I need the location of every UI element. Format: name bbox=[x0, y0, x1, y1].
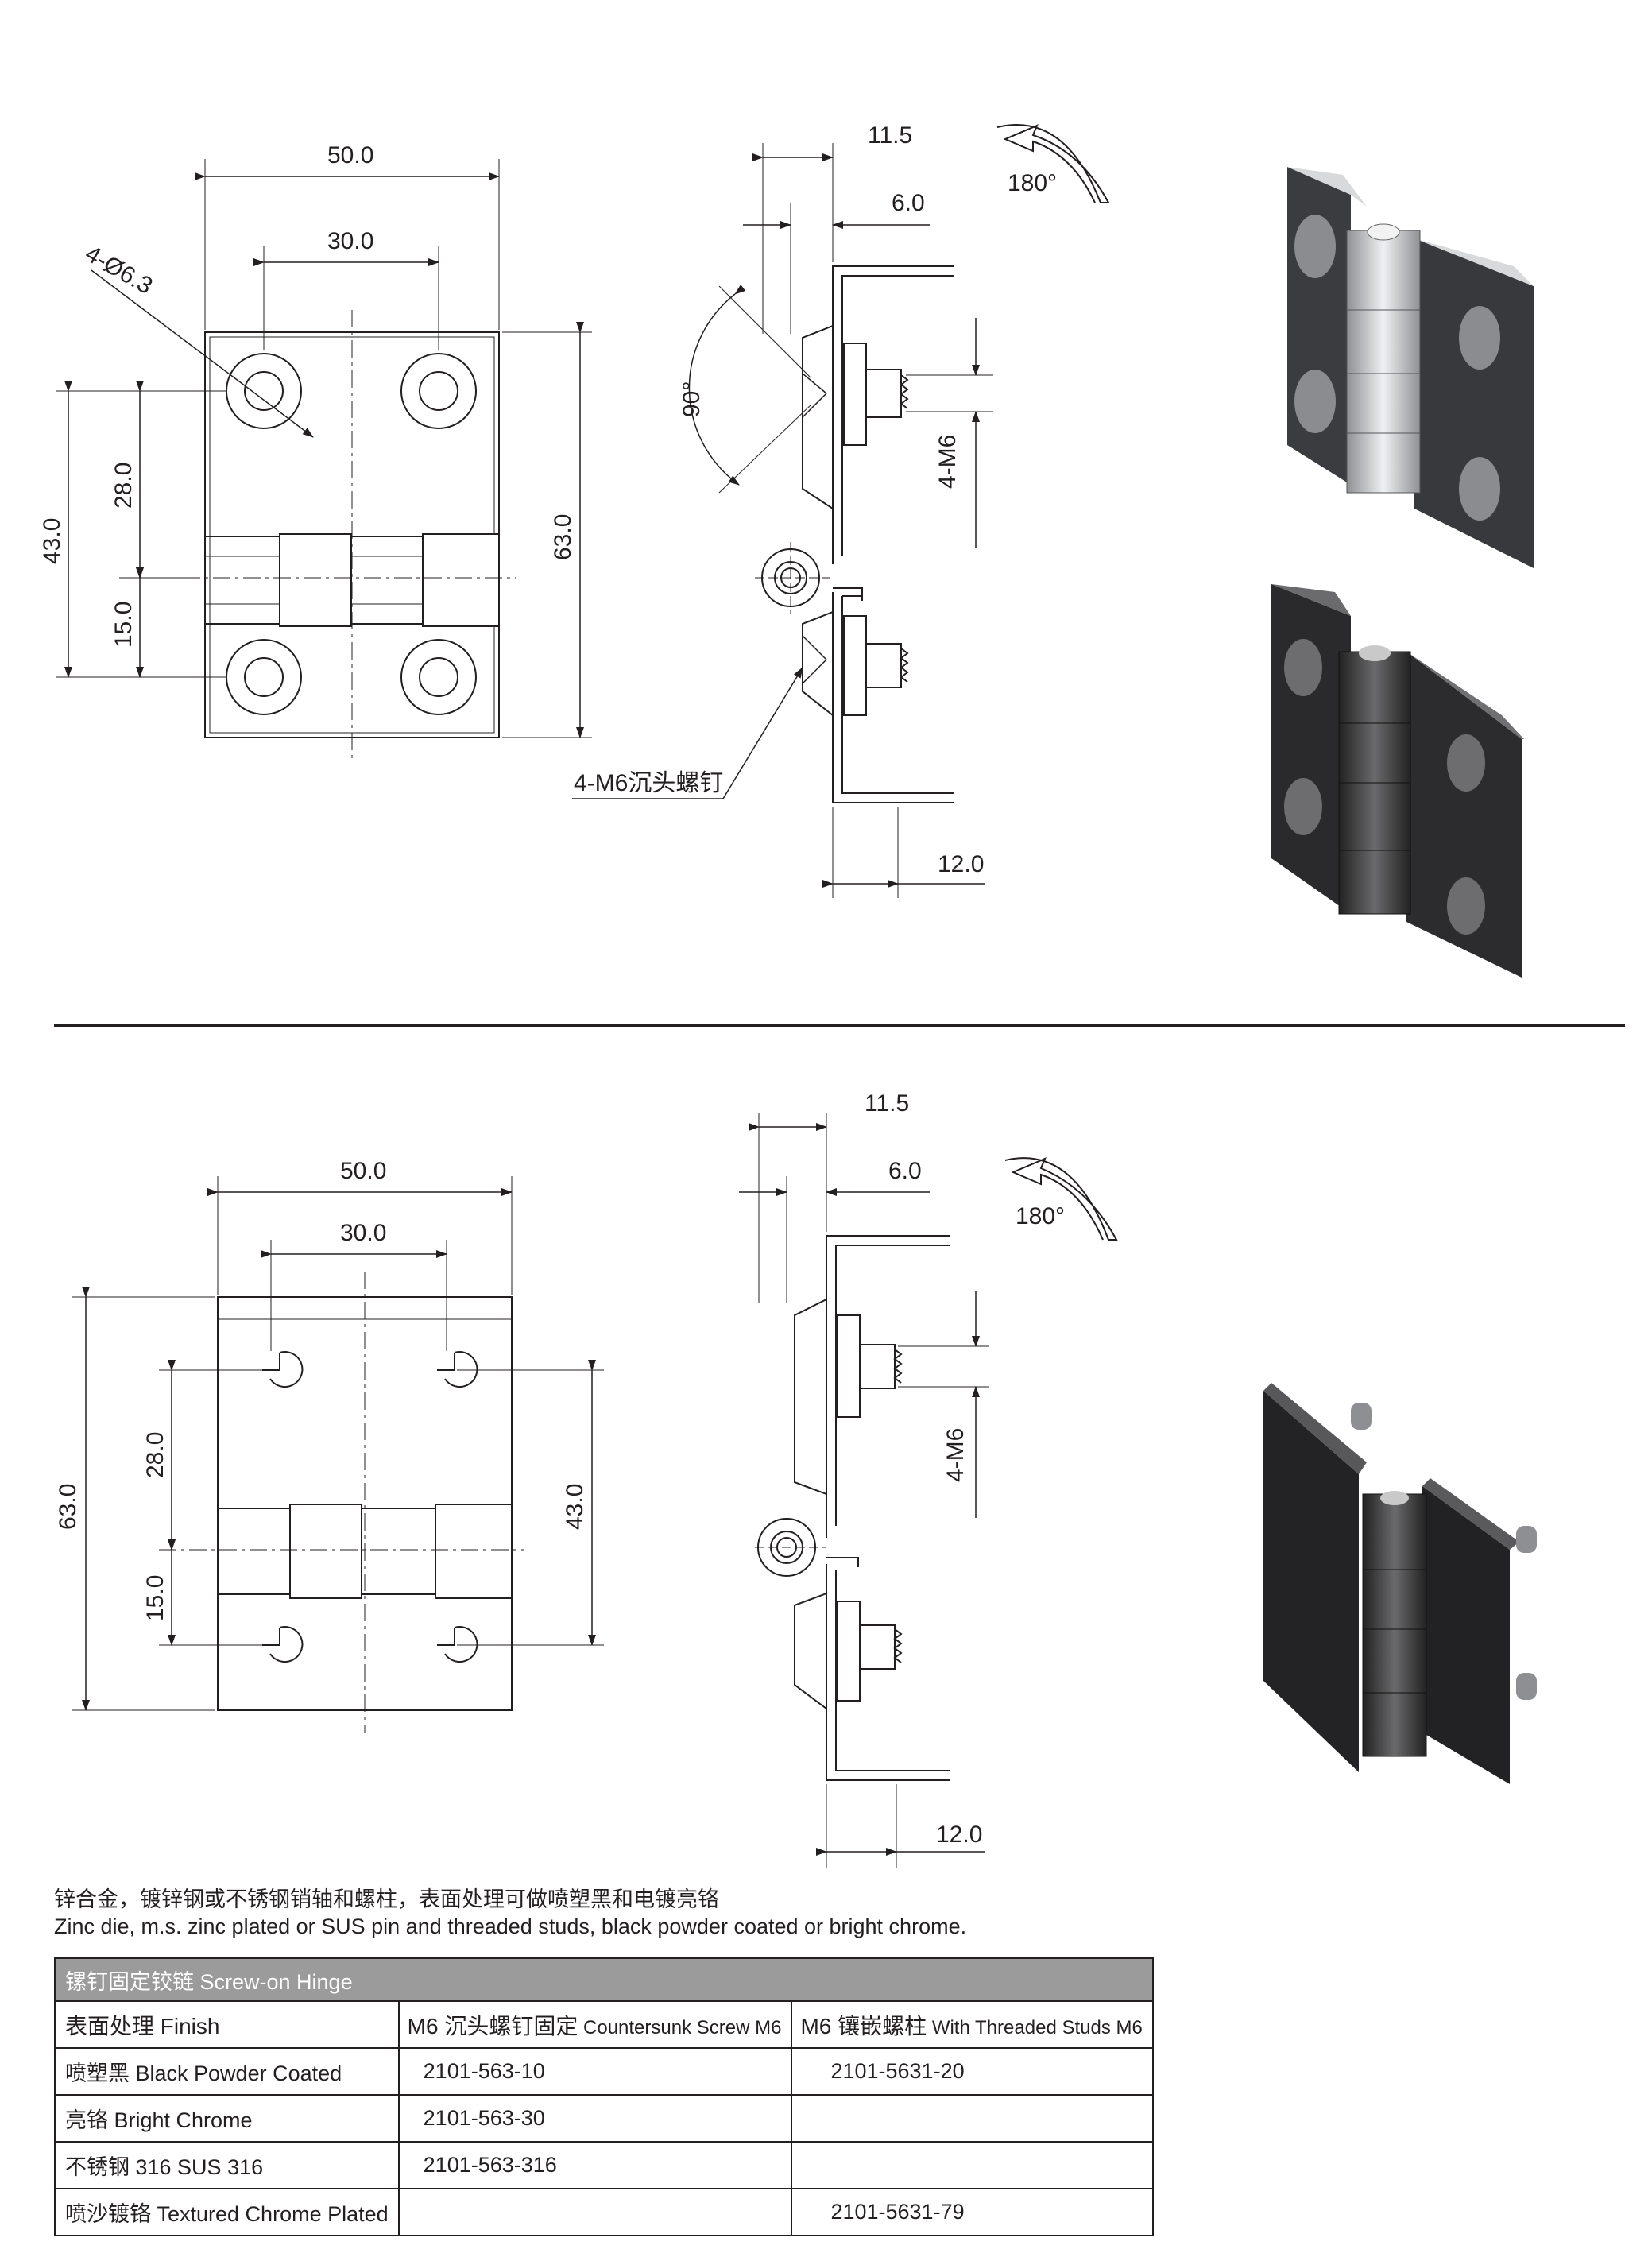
row-col1: 2101-563-316 bbox=[397, 2141, 793, 2189]
hinge-render-studs bbox=[1263, 1383, 1537, 1784]
angle-90: 90° bbox=[679, 381, 705, 417]
hinge-render-black bbox=[1271, 584, 1524, 978]
dim-43: 43.0 bbox=[562, 1484, 588, 1530]
bottom-side-view bbox=[739, 1113, 1118, 1868]
table-row: 喷沙镀铬 Textured Chrome Plated 2101-5631-79 bbox=[54, 2188, 1154, 2236]
header-col2-en: With Threaded Studs M6 bbox=[931, 2016, 1143, 2038]
header-col1-cn: M6 沉头螺钉固定 bbox=[407, 2013, 578, 2038]
dim-15: 15.0 bbox=[110, 602, 137, 648]
thread-m6: 4-M6 bbox=[942, 1428, 969, 1482]
row-finish: 喷塑黑 Black Powder Coated bbox=[54, 2047, 400, 2096]
table-title-row: 镙钉固定铰链 Screw-on Hinge bbox=[54, 1957, 1154, 2002]
bottom-dimension-labels: 50.0 30.0 28.0 63.0 15.0 43.0 11.5 6.0 1… bbox=[55, 1090, 1065, 1848]
dim-11-5: 11.5 bbox=[865, 1090, 909, 1117]
row-finish: 不锈钢 316 SUS 316 bbox=[54, 2141, 400, 2189]
dim-11-5: 11.5 bbox=[868, 122, 912, 149]
dim-6: 6.0 bbox=[892, 190, 925, 216]
top-front-view bbox=[56, 159, 592, 763]
dim-hole-spacing: 30.0 bbox=[340, 1220, 386, 1246]
row-col1 bbox=[397, 2188, 793, 2236]
top-dimension-labels: 50.0 30.0 4-Ø6.3 28.0 43.0 15.0 63.0 11.… bbox=[39, 122, 1057, 877]
dim-15: 15.0 bbox=[142, 1575, 168, 1621]
dim-width: 50.0 bbox=[340, 1158, 386, 1184]
dim-28: 28.0 bbox=[142, 1432, 168, 1478]
header-col2: M6 镶嵌螺柱 With Threaded Studs M6 bbox=[791, 2000, 1154, 2049]
dim-28: 28.0 bbox=[110, 463, 137, 509]
header-finish: 表面处理 Finish bbox=[54, 2000, 400, 2049]
hinge-render-chrome bbox=[1287, 167, 1538, 568]
table-row: 亮铬 Bright Chrome 2101-563-30 bbox=[54, 2094, 1154, 2143]
table-header-row: 表面处理 Finish M6 沉头螺钉固定 Countersunk Screw … bbox=[54, 2000, 1154, 2049]
spec-table: 镙钉固定铰链 Screw-on Hinge 表面处理 Finish M6 沉头螺… bbox=[54, 1957, 1154, 2236]
screw-label: 4-M6沉头螺钉 bbox=[574, 770, 723, 796]
rotation-180: 180° bbox=[1008, 170, 1057, 196]
header-col1: M6 沉头螺钉固定 Countersunk Screw M6 bbox=[397, 2000, 793, 2049]
dim-43: 43.0 bbox=[39, 518, 65, 564]
row-col1: 2101-563-10 bbox=[397, 2047, 793, 2096]
dim-12: 12.0 bbox=[938, 851, 984, 877]
table-row: 不锈钢 316 SUS 316 2101-563-316 bbox=[54, 2141, 1154, 2189]
dim-63: 63.0 bbox=[55, 1484, 81, 1530]
table-row: 喷塑黑 Black Powder Coated 2101-563-10 2101… bbox=[54, 2047, 1154, 2096]
header-col1-en: Countersunk Screw M6 bbox=[583, 2016, 782, 2038]
dim-width: 50.0 bbox=[327, 142, 373, 168]
header-col2-cn: M6 镶嵌螺柱 bbox=[800, 2013, 927, 2038]
dim-63: 63.0 bbox=[550, 514, 576, 560]
row-finish: 亮铬 Bright Chrome bbox=[54, 2094, 400, 2143]
dim-6: 6.0 bbox=[888, 1158, 922, 1184]
dim-12: 12.0 bbox=[936, 1822, 982, 1848]
table-title: 镙钉固定铰链 Screw-on Hinge bbox=[54, 1957, 1154, 2002]
dim-hole-spacing: 30.0 bbox=[327, 228, 373, 254]
thread-m6: 4-M6 bbox=[934, 435, 961, 489]
row-col1: 2101-563-30 bbox=[397, 2094, 793, 2143]
row-finish: 喷沙镀铬 Textured Chrome Plated bbox=[54, 2188, 400, 2236]
description-cn: 锌合金，镀锌钢或不锈钢销轴和螺柱，表面处理可做喷塑黑和电镀亮铬 bbox=[54, 1887, 719, 1911]
top-side-view bbox=[572, 124, 1110, 898]
row-col2: 2101-5631-79 bbox=[791, 2188, 1154, 2236]
row-col2 bbox=[791, 2094, 1154, 2143]
rotation-180: 180° bbox=[1016, 1203, 1065, 1229]
bottom-front-view bbox=[72, 1176, 604, 1733]
description-en: Zinc die, m.s. zinc plated or SUS pin an… bbox=[54, 1914, 967, 1938]
row-col2: 2101-5631-20 bbox=[791, 2047, 1154, 2096]
row-col2 bbox=[791, 2141, 1154, 2189]
